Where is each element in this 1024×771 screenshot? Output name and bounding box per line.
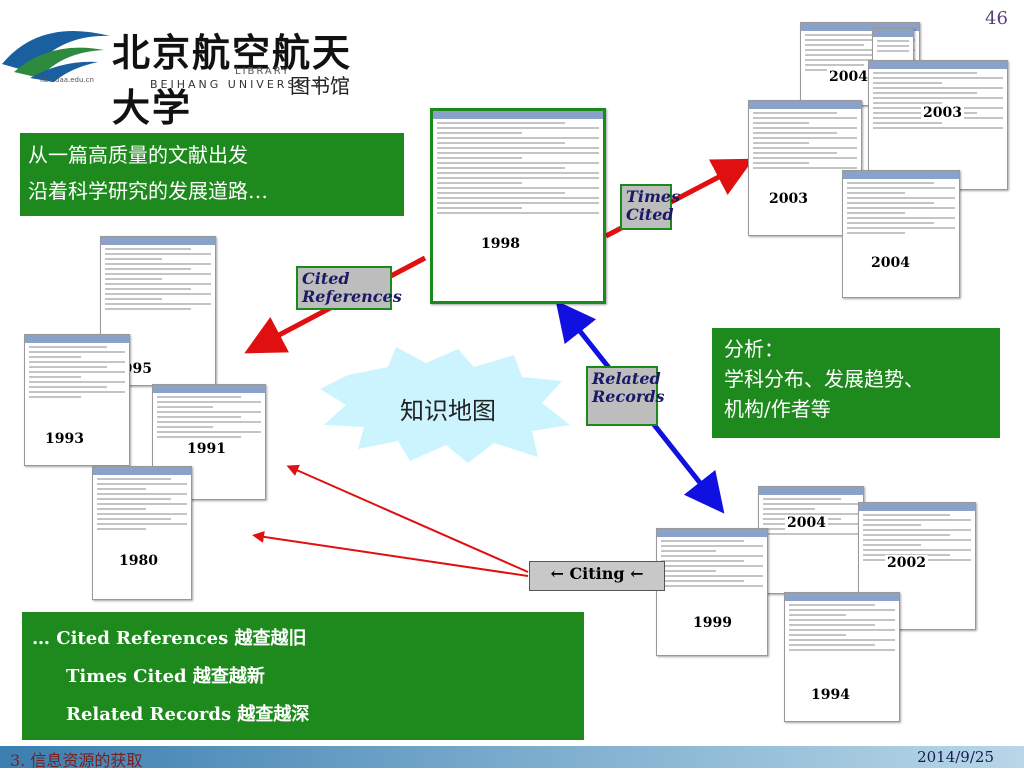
year-label: 1999 xyxy=(691,615,734,631)
knowledge-map-burst: 知识地图 xyxy=(318,345,572,465)
related-record-thumbnail: 2004 xyxy=(758,486,864,594)
burst-shape-icon xyxy=(320,347,570,463)
year-label: 2003 xyxy=(767,191,810,207)
summary-line-3: Related Records 越查越深 xyxy=(66,704,310,725)
times-cited-label: Times Cited xyxy=(620,184,680,230)
buaa-emblem-icon xyxy=(2,30,110,82)
page-number: 46 xyxy=(985,8,1008,29)
logo-url: lib.buaa.edu.cn xyxy=(40,76,94,84)
summary-line-1: … Cited References 越查越旧 xyxy=(32,628,307,649)
intro-line-1: 从一篇高质量的文献出发 xyxy=(28,143,248,167)
analysis-box: 分析： 学科分布、发展趋势、 机构/作者等 xyxy=(712,328,1000,438)
related-record-thumbnail: 1999 xyxy=(656,528,768,656)
year-label: 2002 xyxy=(885,555,928,571)
year-label: 1998 xyxy=(479,236,522,252)
cited-references-label: Cited References xyxy=(296,266,402,310)
analysis-line-2: 学科分布、发展趋势、 xyxy=(724,367,924,391)
citing-arrow-upper xyxy=(286,464,529,573)
logo-library-text: LIBRARY xyxy=(235,66,291,77)
related-records-label: Related Records xyxy=(586,366,665,426)
footer-section-title: 3. 信息资源的获取 xyxy=(10,751,143,770)
citing-label: ← Citing ← xyxy=(529,561,665,591)
intro-line-2: 沿着科学研究的发展道路… xyxy=(28,179,268,203)
knowledge-map-text: 知识地图 xyxy=(400,397,496,425)
summary-line-2: Times Cited 越查越新 xyxy=(66,666,265,687)
logo-university-text: BEIHANG UNIVERSITY xyxy=(150,78,324,91)
times-cited-record-thumbnail: 2004 xyxy=(842,170,960,298)
times-cited-record-thumbnail: 2003 xyxy=(868,60,1008,190)
university-logo: 北京航空航天大学 LIBRARY BEIHANG UNIVERSITY 图书馆 … xyxy=(0,12,380,130)
year-label: 2004 xyxy=(869,255,912,271)
cited-reference-thumbnail: 1993 xyxy=(24,334,130,466)
footer-bar: 3. 信息资源的获取 2014/9/25 xyxy=(0,746,1024,770)
logo-chinese-name: 北京航空航天大学 xyxy=(112,30,353,130)
summary-box: … Cited References 越查越旧 Times Cited 越查越新… xyxy=(22,612,584,740)
center-record-thumbnail: 1998 xyxy=(430,108,606,304)
analysis-line-3: 机构/作者等 xyxy=(724,397,831,421)
year-label: 1993 xyxy=(43,431,86,447)
year-label: 2004 xyxy=(827,69,870,85)
year-label: 2003 xyxy=(921,105,964,121)
year-label: 1980 xyxy=(117,553,160,569)
year-label: 2004 xyxy=(785,515,828,531)
analysis-line-1: 分析： xyxy=(724,337,784,361)
footer-date: 2014/9/25 xyxy=(917,748,994,766)
cited-reference-thumbnail: 1980 xyxy=(92,466,192,600)
citing-arrow-lower xyxy=(252,530,529,577)
logo-library-sign: 图书馆 xyxy=(290,74,350,98)
intro-box: 从一篇高质量的文献出发 沿着科学研究的发展道路… xyxy=(20,133,404,216)
related-record-thumbnail: 1994 xyxy=(784,592,900,722)
year-label: 1991 xyxy=(185,441,228,457)
year-label: 1994 xyxy=(809,687,852,703)
